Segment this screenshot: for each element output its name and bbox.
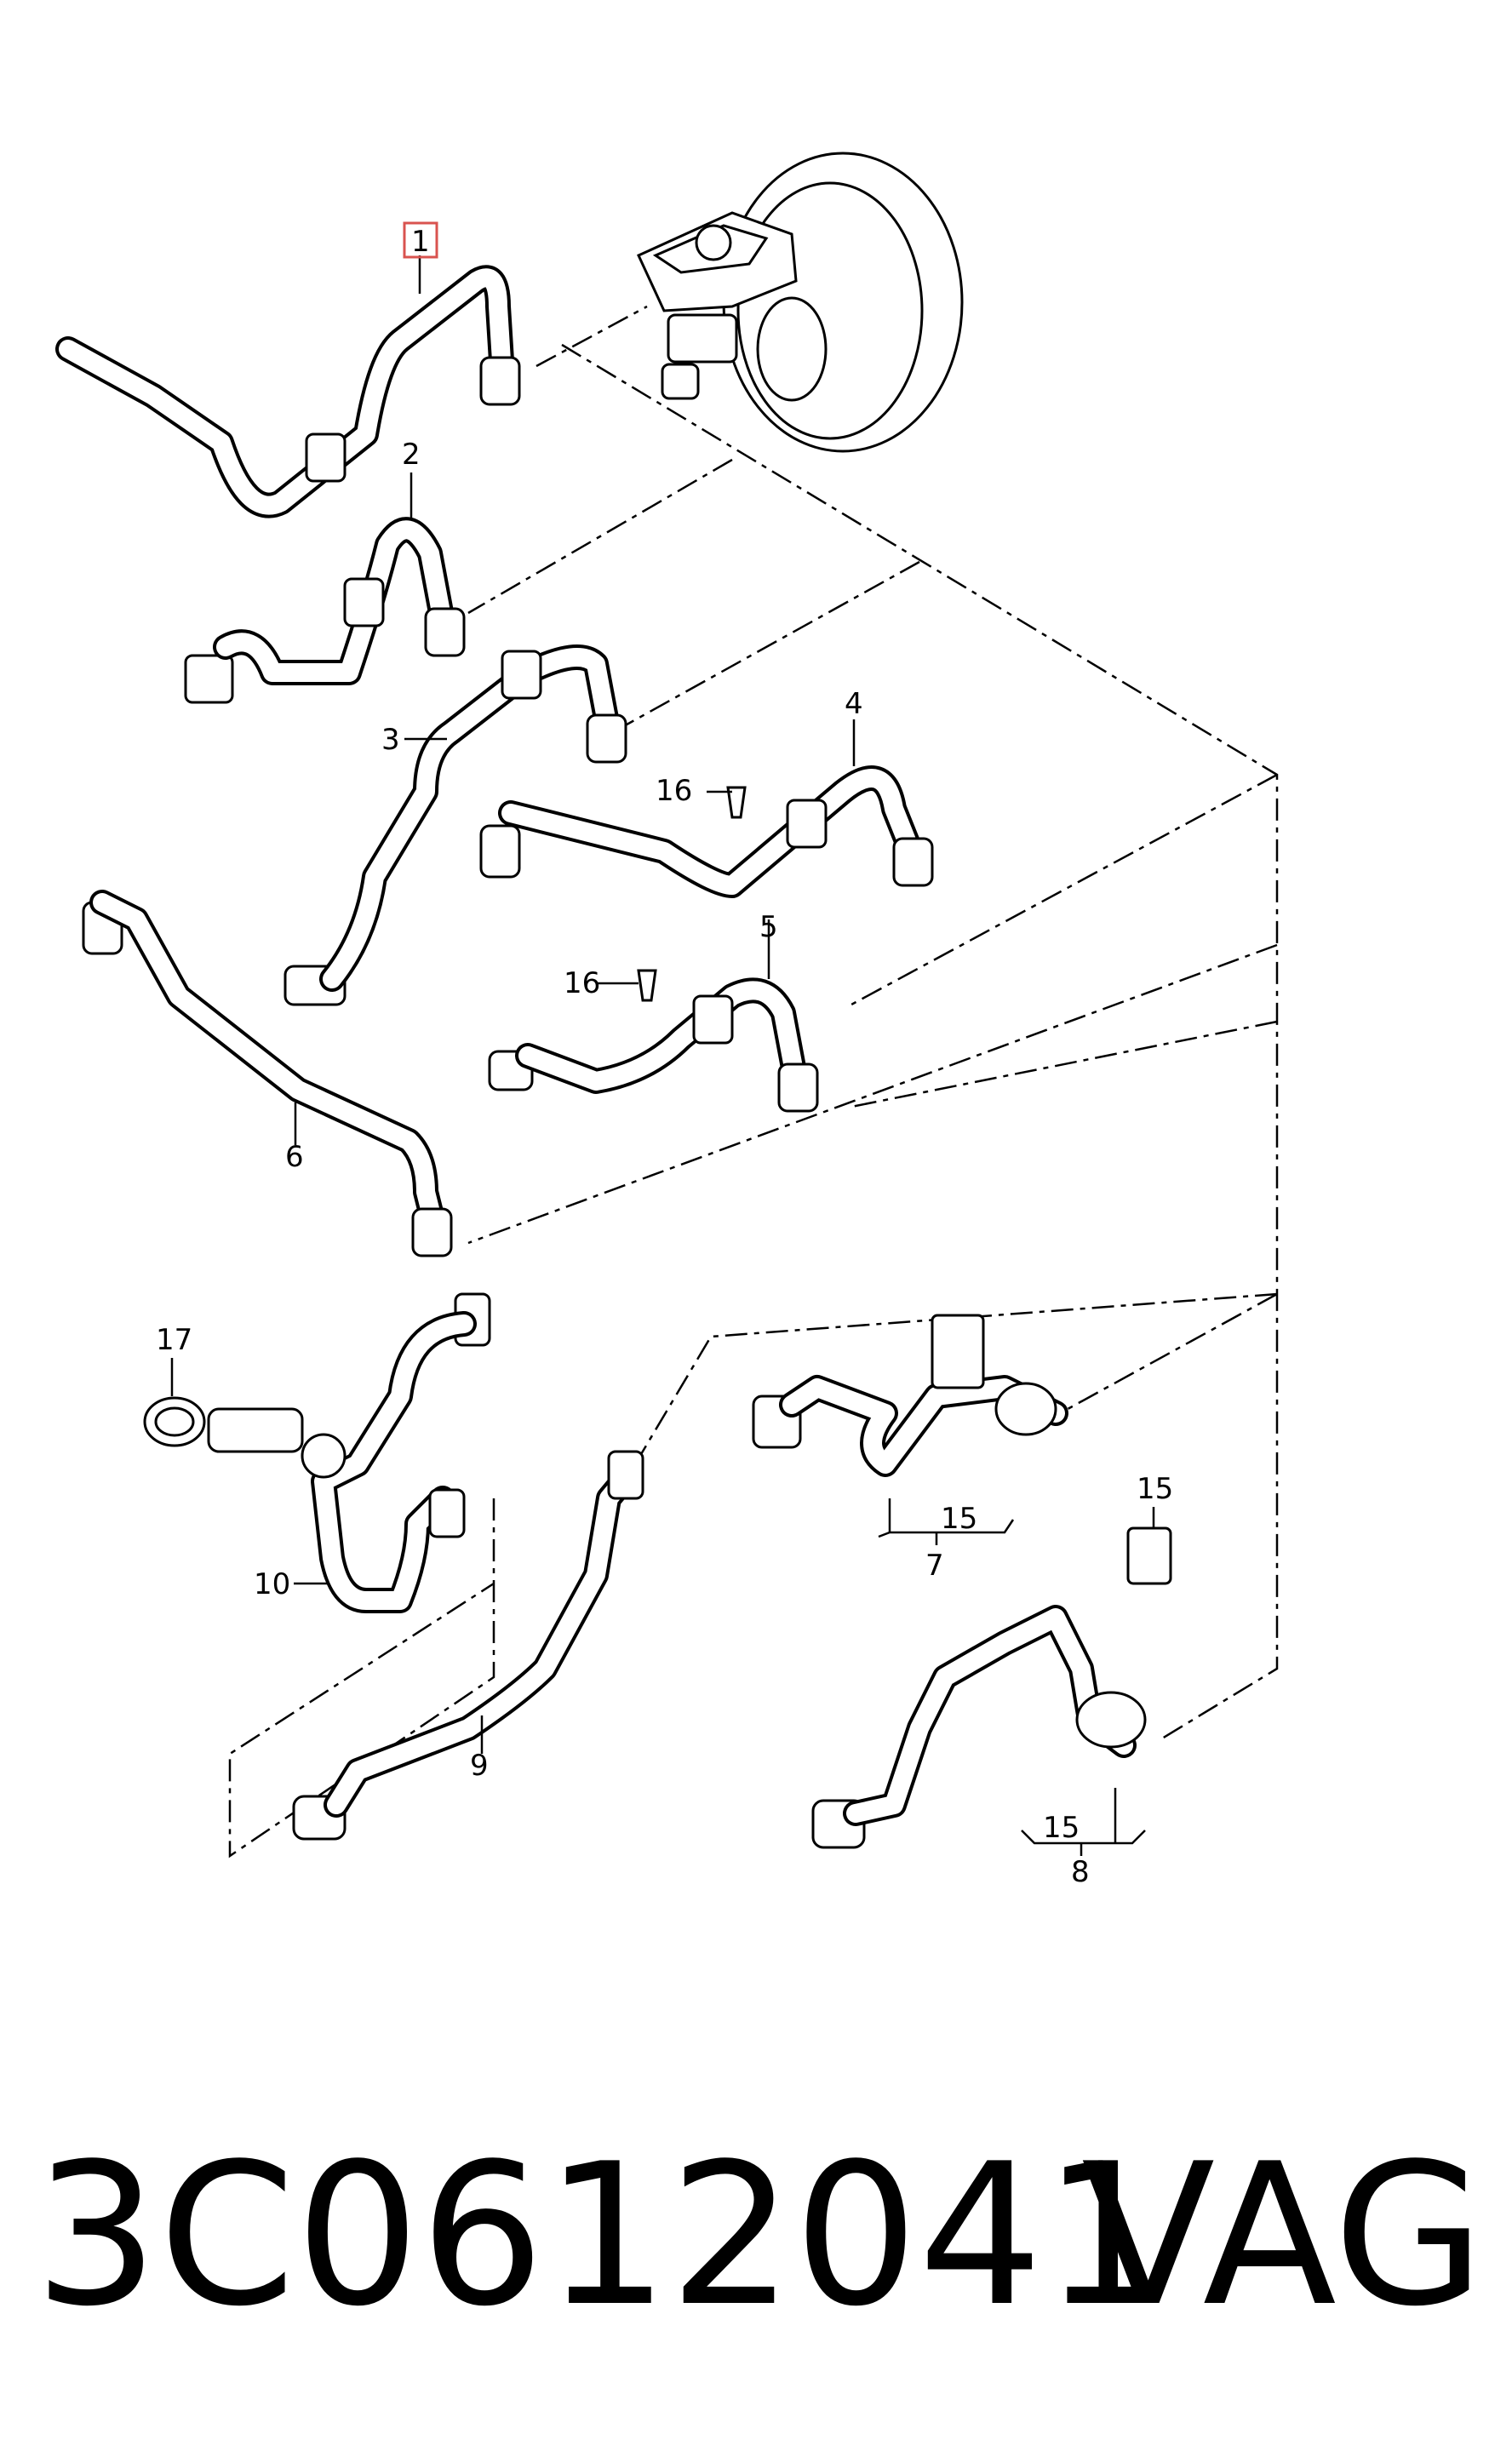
clamp-17 <box>143 1396 206 1447</box>
callout-2: 2 <box>402 438 421 472</box>
callout-4: 4 <box>845 687 863 721</box>
hose-8 <box>811 1526 1172 1849</box>
hose-10 <box>207 1292 491 1613</box>
callout-15-hose7: 15 <box>941 1502 977 1536</box>
hose-6 <box>82 890 453 1257</box>
callout-8: 8 <box>1071 1855 1090 1889</box>
callout-1-highlight-box <box>403 221 438 259</box>
hose-1 <box>55 265 521 518</box>
hose-7 <box>752 1314 1068 1477</box>
callout-15-hose8: 15 <box>1043 1811 1080 1845</box>
hose-2 <box>184 517 466 704</box>
brake-booster <box>637 152 964 453</box>
callout-17: 17 <box>156 1323 192 1357</box>
hose-3 <box>284 644 627 1006</box>
callout-7: 7 <box>925 1549 944 1583</box>
assembly-frame <box>228 305 1279 1858</box>
hose-5 <box>488 969 819 1113</box>
callout-9: 9 <box>470 1749 489 1783</box>
callout-10: 10 <box>254 1567 290 1601</box>
hose-4 <box>479 765 934 898</box>
part-number-caption: 3C0612041 <box>34 2122 1167 2350</box>
callout-16-upper: 16 <box>656 774 692 808</box>
callout-16-lower: 16 <box>564 966 600 1000</box>
callout-3: 3 <box>381 723 400 757</box>
leader-lines <box>170 255 1155 1856</box>
callout-5: 5 <box>759 910 778 944</box>
callout-labels: 1 2 3 4 16 5 16 6 17 10 9 15 7 15 15 8 <box>156 221 1173 1889</box>
hose-9 <box>292 1450 644 1841</box>
callout-1: 1 <box>411 225 430 259</box>
callout-6: 6 <box>285 1140 304 1174</box>
callout-15-sensor: 15 <box>1137 1472 1173 1506</box>
brand-caption: VAG <box>1081 2122 1485 2350</box>
